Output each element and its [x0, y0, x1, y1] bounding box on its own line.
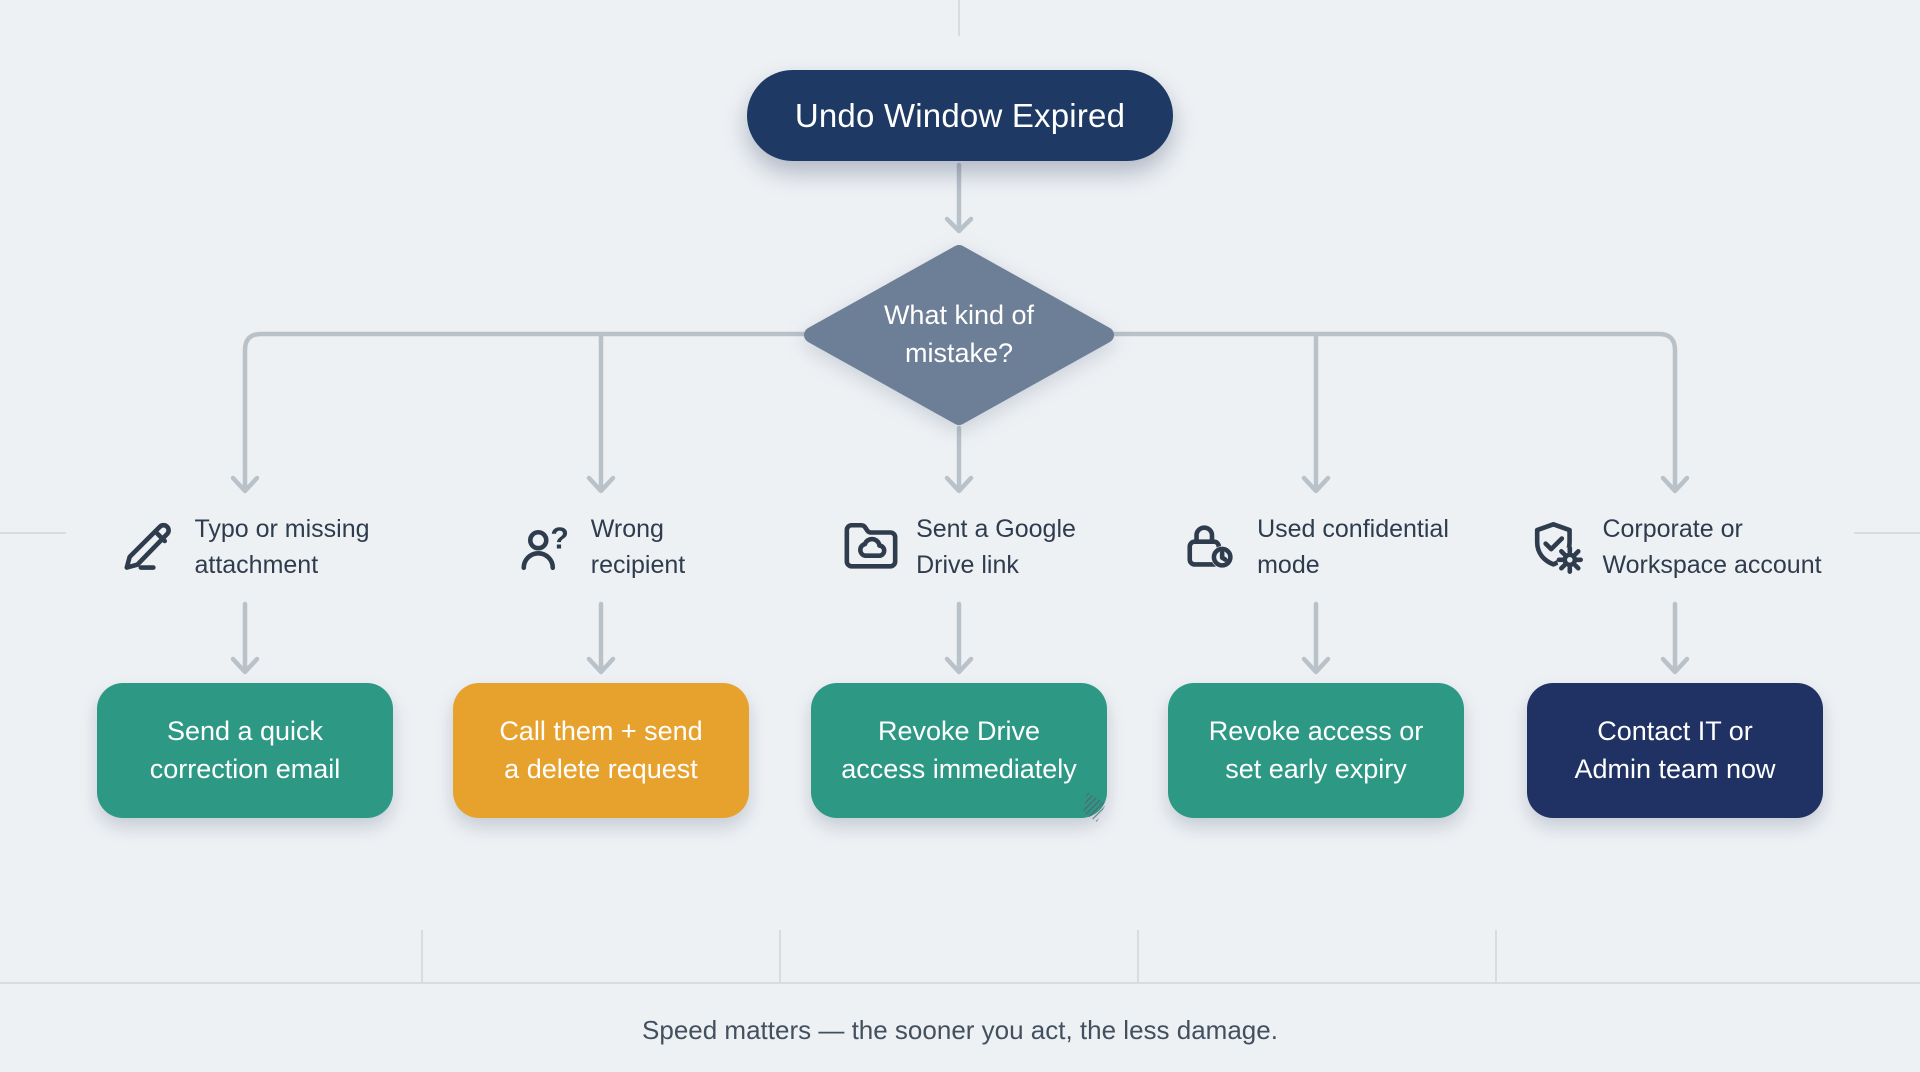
branch-wrong-recipient: ? Wrong recipient — [411, 504, 791, 590]
decorative-line — [958, 0, 960, 36]
branch-label: Corporate or Workspace account — [1602, 515, 1822, 579]
action-box-revoke-drive: Revoke Drive access immediately — [811, 683, 1107, 818]
branch-typo: Typo or missing attachment — [55, 504, 435, 590]
branch-label: Typo or missing attachment — [194, 515, 370, 579]
branch-confidential-mode: Used confidential mode — [1126, 504, 1506, 590]
title-node: Undo Window Expired — [747, 70, 1173, 161]
decorative-line — [1495, 930, 1497, 983]
decorative-line — [0, 532, 66, 534]
branch-drive-link: Sent a Google Drive link — [769, 504, 1149, 590]
decorative-line — [1137, 930, 1139, 983]
decorative-line — [0, 982, 1920, 984]
shield-gear-icon — [1528, 518, 1586, 576]
folder-cloud-icon — [842, 518, 900, 576]
title-label: Undo Window Expired — [794, 96, 1126, 134]
branch-corporate-account: Corporate or Workspace account — [1485, 504, 1865, 590]
branch-label: Wrong recipient — [590, 515, 686, 579]
footer-caption: Speed matters — the sooner you act, the … — [642, 1015, 1278, 1045]
branch-label: Used confidential mode — [1257, 515, 1449, 579]
decision-label: What kind of mistake? — [883, 300, 1035, 369]
action-box-early-expiry: Revoke access or set early expiry — [1168, 683, 1464, 818]
branch-label: Sent a Google Drive link — [916, 515, 1076, 579]
user-question-icon: ? — [517, 518, 575, 576]
action-box-correction-email: Send a quick correction email — [97, 683, 393, 818]
pencil-icon — [120, 518, 178, 576]
decorative-line — [1854, 532, 1920, 534]
svg-text:?: ? — [550, 522, 568, 555]
decorative-line — [421, 930, 423, 983]
lock-clock-icon — [1183, 518, 1241, 576]
action-box-delete-request: Call them + send a delete request — [453, 683, 749, 818]
decorative-line — [779, 930, 781, 983]
action-box-contact-it: Contact IT or Admin team now — [1527, 683, 1823, 818]
